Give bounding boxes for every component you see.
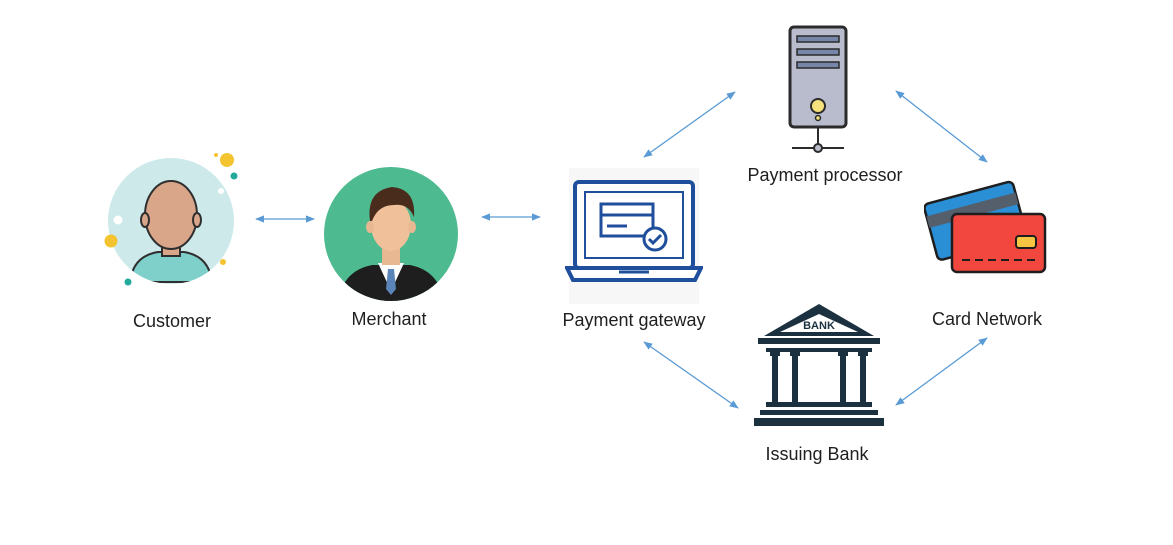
processor-label: Payment processor — [747, 165, 903, 185]
customer-label: Customer — [132, 311, 212, 331]
bank-building-icon: BANK — [754, 304, 884, 426]
gateway-label: Payment gateway — [562, 310, 706, 330]
card-network-node — [924, 176, 1050, 276]
arrow-processor-cardnetwork — [895, 90, 988, 163]
customer-avatar-icon — [104, 153, 238, 286]
issuing-bank-node: BANK — [752, 302, 886, 428]
gateway-node — [565, 168, 703, 304]
merchant-label: Merchant — [351, 309, 427, 329]
arrow-bank-cardnetwork — [895, 337, 988, 406]
credit-cards-icon — [924, 180, 1047, 274]
bank-sign-text: BANK — [803, 320, 835, 332]
customer-node — [100, 150, 245, 290]
arrow-gateway-bank — [643, 341, 739, 409]
merchant-node — [322, 165, 460, 303]
arrow-gateway-processor — [643, 91, 736, 158]
card-network-label: Card Network — [931, 309, 1043, 329]
processor-node — [780, 24, 856, 156]
laptop-payment-icon — [565, 168, 703, 304]
server-icon — [788, 25, 848, 153]
issuing-bank-label: Issuing Bank — [765, 444, 869, 464]
merchant-avatar-icon — [324, 167, 458, 301]
